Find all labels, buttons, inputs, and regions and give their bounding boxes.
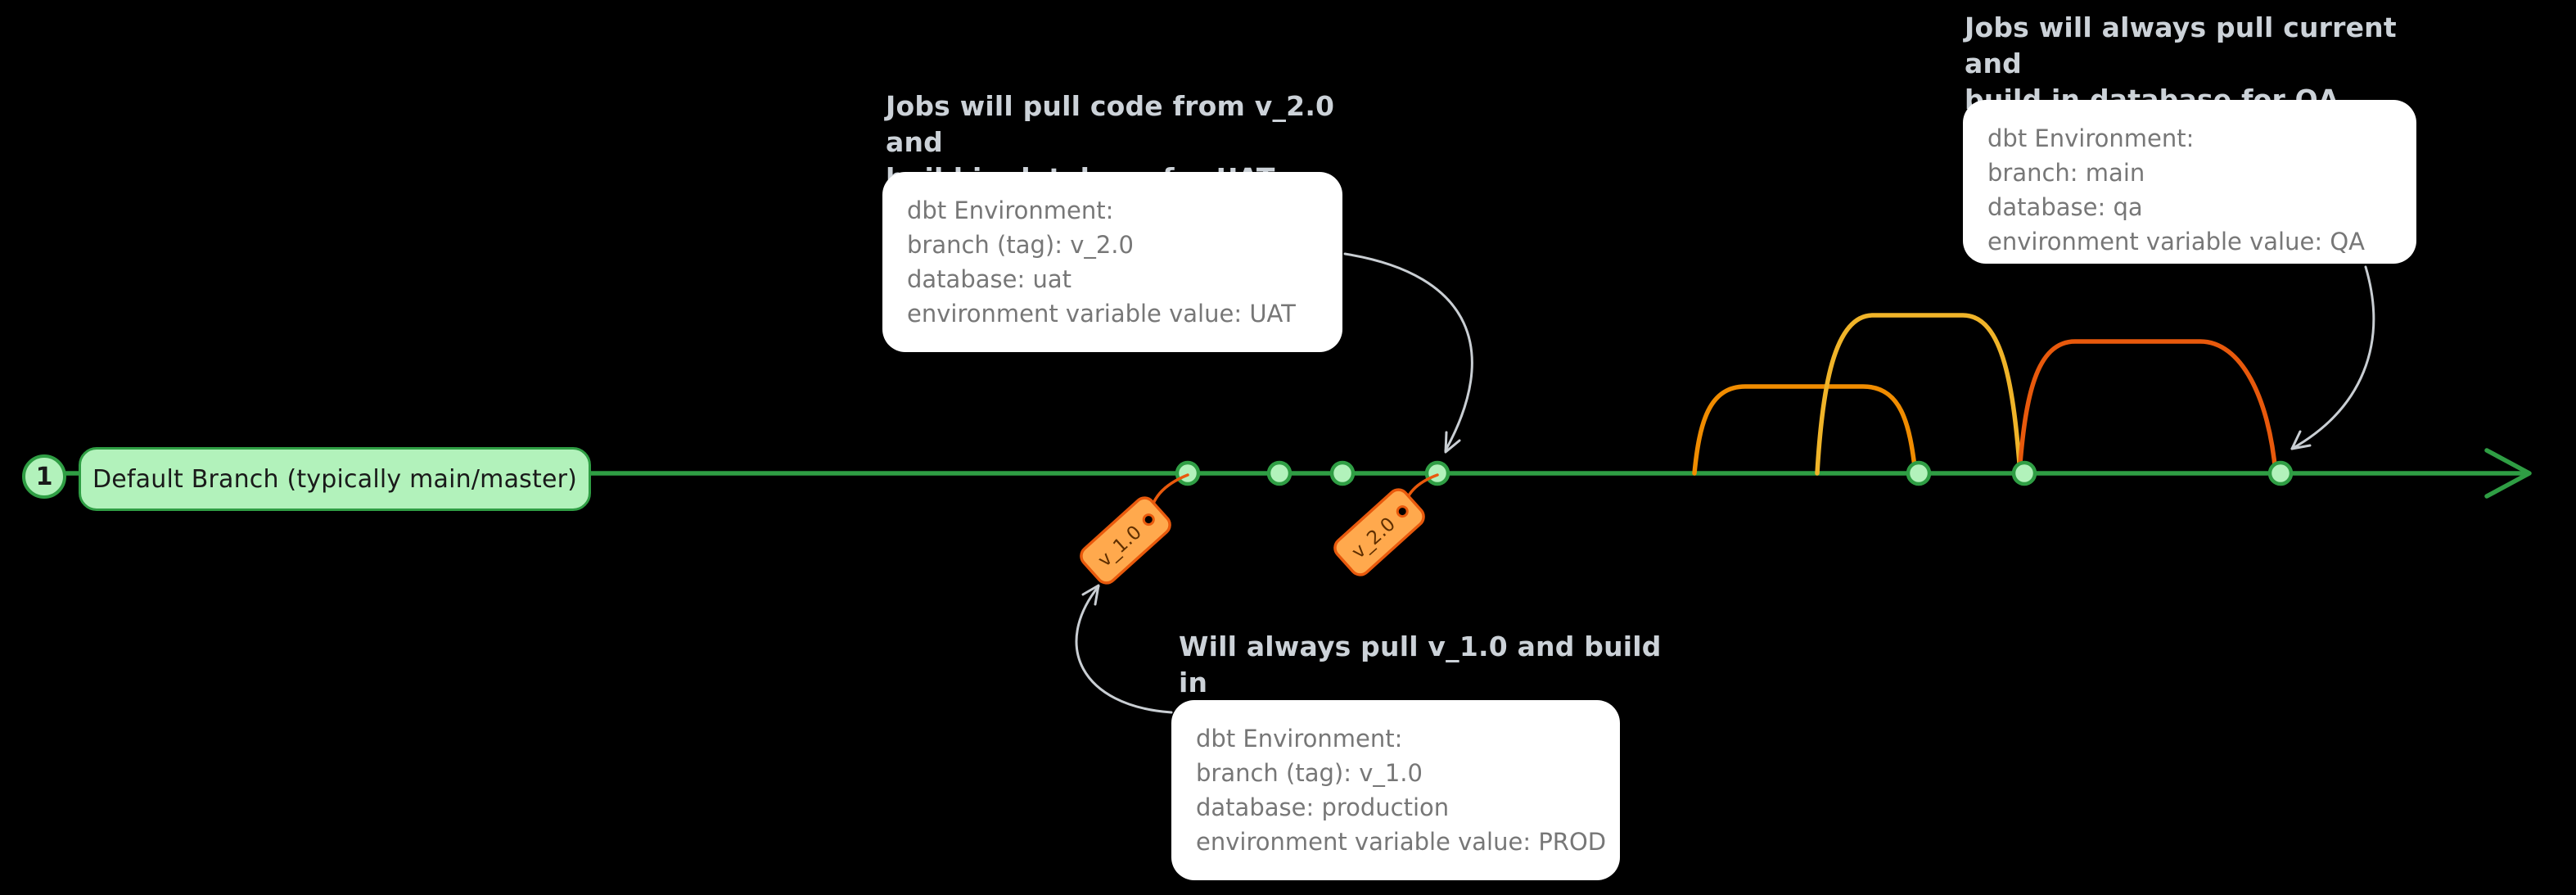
version-tag-v2: v_2.0 [1333, 488, 1425, 576]
step-marker: 1 [22, 454, 66, 499]
env-line: branch: main [1987, 159, 2145, 187]
env-line: environment variable value: PROD [1196, 828, 1607, 856]
connector-arrow-prod [1075, 584, 1173, 714]
env-line: dbt Environment: [1987, 124, 2195, 152]
env-line: branch (tag): v_1.0 [1196, 759, 1423, 787]
commit-dot [2011, 460, 2037, 486]
feature-branch-arc-2 [1815, 313, 2023, 476]
connector-arrow-uat [1343, 252, 1473, 454]
callout-card-qa: dbt Environment: branch: main database: … [1963, 100, 2416, 264]
default-branch-label: Default Branch (typically main/master) [79, 447, 591, 511]
connector-arrow-qa [2290, 265, 2375, 450]
commit-dot [1424, 460, 1450, 486]
commit-dot [1329, 460, 1356, 486]
commit-dot [1906, 460, 1932, 486]
env-line: branch (tag): v_2.0 [907, 231, 1134, 259]
tag-hole-icon [1142, 513, 1155, 527]
env-line: environment variable value: UAT [907, 300, 1296, 328]
callout-card-uat: dbt Environment: branch (tag): v_2.0 dat… [882, 172, 1342, 352]
default-branch-label-text: Default Branch (typically main/master) [92, 464, 578, 494]
commit-dot [1266, 460, 1293, 486]
env-line: environment variable value: QA [1987, 228, 2365, 255]
version-tag-v1: v_1.0 [1080, 496, 1171, 585]
step-marker-label: 1 [35, 462, 53, 491]
commit-dot [1175, 460, 1201, 486]
commit-dot [2267, 460, 2294, 486]
env-line: dbt Environment: [1196, 725, 1403, 753]
callout-card-prod: dbt Environment: branch (tag): v_1.0 dat… [1171, 700, 1620, 880]
feature-branch-arc-3 [2017, 339, 2278, 476]
env-line: dbt Environment: [907, 197, 1114, 224]
env-line: database: uat [907, 265, 1071, 293]
env-line: database: production [1196, 793, 1450, 821]
feature-branch-arc-1 [1692, 384, 1918, 476]
tag-hole-icon [1396, 505, 1409, 518]
env-line: database: qa [1987, 193, 2143, 221]
main-branch-arrowhead-icon [2484, 448, 2532, 499]
